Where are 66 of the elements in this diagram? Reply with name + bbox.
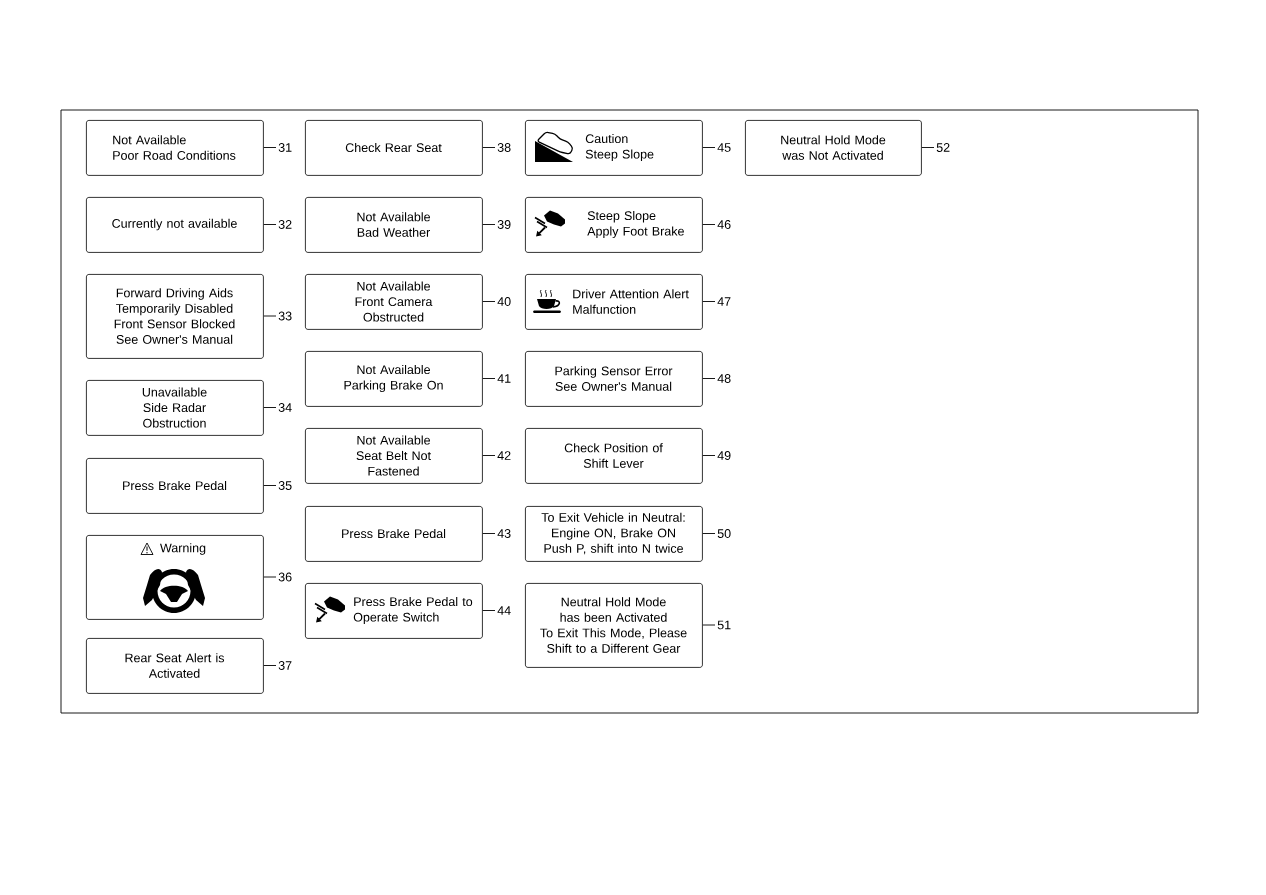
callout-number: 44 [497,606,511,615]
leader-line [702,224,716,225]
message-box: Not Available Bad Weather [305,197,483,253]
callout-number: 34 [278,403,292,412]
message-box: Steep Slope Apply Foot Brake [525,197,703,253]
leader-line [921,147,935,148]
leader-line [702,533,716,534]
message-box: Parking Sensor Error See Owner's Manual [525,351,703,407]
leader-line [482,610,496,611]
message-box: Press Brake Pedal [86,458,264,514]
message-box: Currently not available [86,197,264,253]
callout-number: 46 [717,220,731,229]
callout-number: 48 [717,374,731,383]
callout-number: 49 [717,451,731,460]
leader-line [702,624,716,626]
callout-number: 31 [278,143,292,152]
leader-line [702,147,716,148]
callout-number: 41 [497,374,511,383]
callout-number: 50 [717,529,731,538]
message-box: Press Brake Pedal to Operate Switch [305,583,483,639]
callout-number: 45 [717,143,731,152]
leader-line [263,576,277,578]
callout-number: 37 [278,661,292,670]
message-box: Not Available Front Camera Obstructed [305,274,483,330]
message-box: Not Available Seat Belt Not Fastened [305,428,483,484]
callout-number: 52 [936,143,950,152]
message-box: To Exit Vehicle in Neutral: Engine ON, Brake ON Push P, shift into N twice [525,506,703,562]
callout-number: 35 [278,481,292,490]
callout-number: 47 [717,297,731,306]
message-box: Neutral Hold Mode has been Activated To Exit This Mode, Please Shift to a Different Gear [525,583,703,668]
message-box: Driver Attention Alert Malfunction [525,274,703,330]
message-box: Check Position of Shift Lever [525,428,703,484]
message-box: Not Available Poor Road Conditions [86,120,264,176]
message-box: Warning [86,535,264,620]
callout-number: 38 [497,143,511,152]
message-box: Caution Steep Slope [525,120,703,176]
leader-line [482,224,496,225]
leader-line [702,301,716,302]
callout-number: 43 [497,529,511,538]
leader-line [482,301,496,302]
callout-number: 51 [717,620,731,630]
message-box: Not Available Parking Brake On [305,351,483,407]
leader-line [482,533,496,534]
callout-number: 40 [497,297,511,306]
callout-number: 36 [278,572,292,582]
message-box: Unavailable Side Radar Obstruction [86,380,264,436]
callout-number: 33 [278,311,292,321]
leader-line [263,224,277,225]
leader-line [482,147,496,148]
message-box: Neutral Hold Mode was Not Activated [745,120,922,176]
callout-number: 42 [497,451,511,460]
callout-number: 32 [278,220,292,229]
leader-line [482,455,496,456]
callout-number: 39 [497,220,511,229]
message-box: Press Brake Pedal [305,506,483,562]
message-box: Forward Driving Aids Temporarily Disabled Front Sensor Blocked See Owner's Manual [86,274,264,359]
leader-line [263,315,277,317]
leader-line [263,665,277,666]
leader-line [702,455,716,456]
leader-line [263,147,277,148]
leader-line [263,407,277,408]
message-box: Check Rear Seat [305,120,483,176]
message-box: Rear Seat Alert is Activated [86,638,264,694]
leader-line [702,378,716,379]
leader-line [482,378,496,379]
leader-line [263,485,277,486]
